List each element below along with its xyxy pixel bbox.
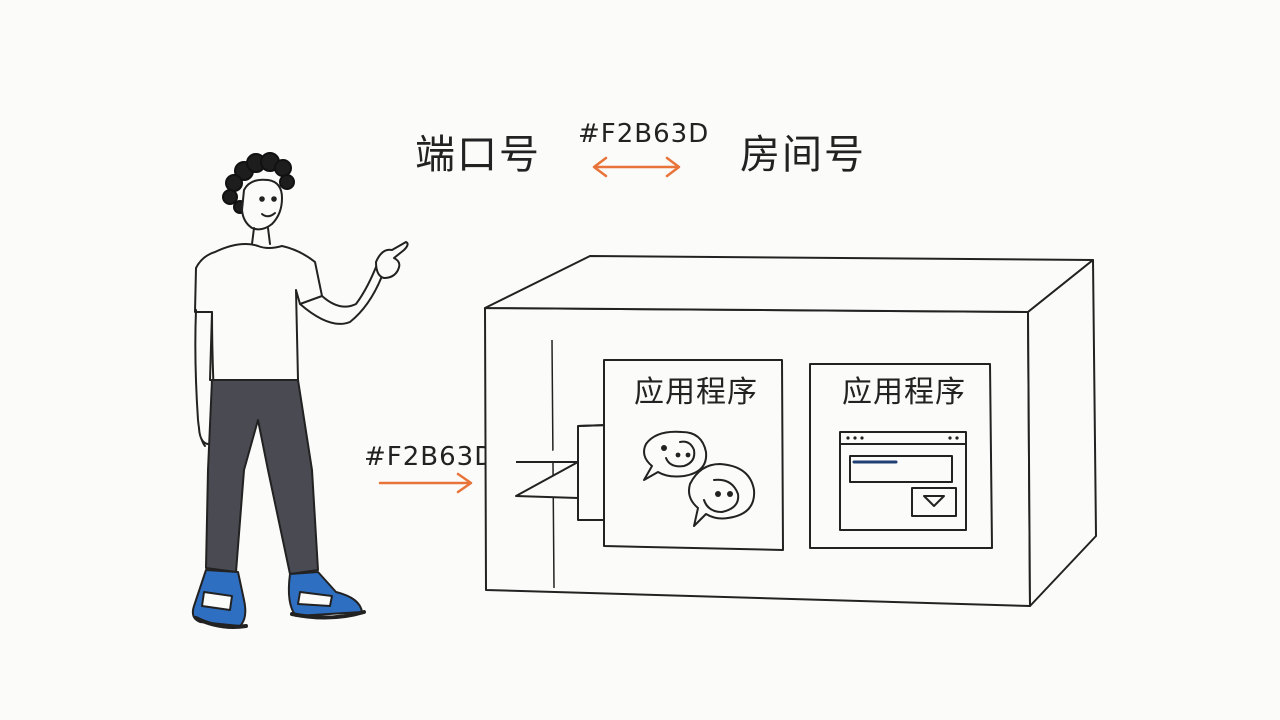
- side-arrow-label: #F2B63D: [364, 442, 495, 472]
- wechat-chat-bubbles-icon: [643, 430, 756, 527]
- face: [241, 178, 283, 231]
- app-panel-2: 应用程序: [809, 363, 993, 549]
- browser-window-icon: [839, 431, 967, 531]
- bidirectional-arrow-icon: [592, 156, 681, 178]
- port-number-label: 端口号: [415, 132, 541, 178]
- top-arrow-label: #F2B63D: [578, 119, 709, 149]
- person-figure: [191, 152, 409, 629]
- pointing-hand: [375, 241, 409, 279]
- app-1-label: 应用程序: [634, 375, 758, 410]
- incoming-arrow-icon: [378, 472, 473, 494]
- app-panel-1: 应用程序: [603, 359, 784, 551]
- left-shoe: [191, 569, 248, 629]
- box-top-face: [484, 255, 1094, 313]
- box-right-face: [1027, 259, 1097, 607]
- t-shirt: [194, 243, 323, 385]
- right-shoe: [287, 571, 366, 620]
- pants: [205, 379, 319, 575]
- app-2-label: 应用程序: [842, 375, 966, 410]
- room-number-label: 房间号: [740, 132, 866, 178]
- host-box: [484, 255, 1097, 607]
